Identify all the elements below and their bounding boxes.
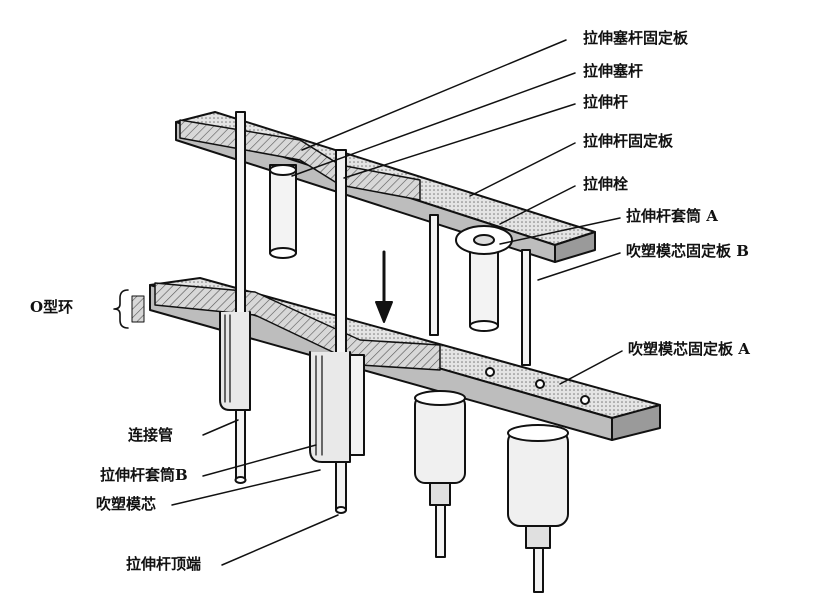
label-blow-core: 吹塑模芯: [96, 495, 157, 513]
label-core-plate-b: 吹塑模芯固定板 B: [626, 242, 749, 260]
stretch-rods: [234, 111, 531, 514]
blow-cores: [219, 311, 365, 463]
stretch-plungers: [269, 164, 513, 332]
label-stretch-plunger-plate: 拉伸塞杆固定板: [583, 29, 689, 47]
label-stretch-rod: 拉伸杆: [583, 93, 629, 111]
label-o-ring: O型环: [30, 298, 74, 316]
label-stretch-rod-plate: 拉伸杆固定板: [583, 132, 674, 150]
label-stretch-rod-tip: 拉伸杆顶端: [126, 555, 202, 573]
cylinders: [414, 390, 569, 593]
motion-arrow: [375, 250, 393, 323]
label-stretch-pin: 拉伸栓: [583, 175, 629, 193]
label-core-plate-a: 吹塑模芯固定板 A: [628, 340, 750, 358]
o-ring-bracket: [113, 289, 145, 329]
label-stretch-plunger: 拉伸塞杆: [583, 62, 644, 80]
leader-lines-left: [171, 419, 339, 566]
label-stretch-rod-sleeve-a: 拉伸杆套筒 A: [626, 207, 718, 225]
label-connecting-tube: 连接管: [128, 426, 174, 444]
lower-plate: [149, 277, 661, 441]
leader-lines-right: [291, 39, 623, 385]
label-stretch-rod-sleeve-b: 拉伸杆套筒B: [100, 466, 188, 484]
